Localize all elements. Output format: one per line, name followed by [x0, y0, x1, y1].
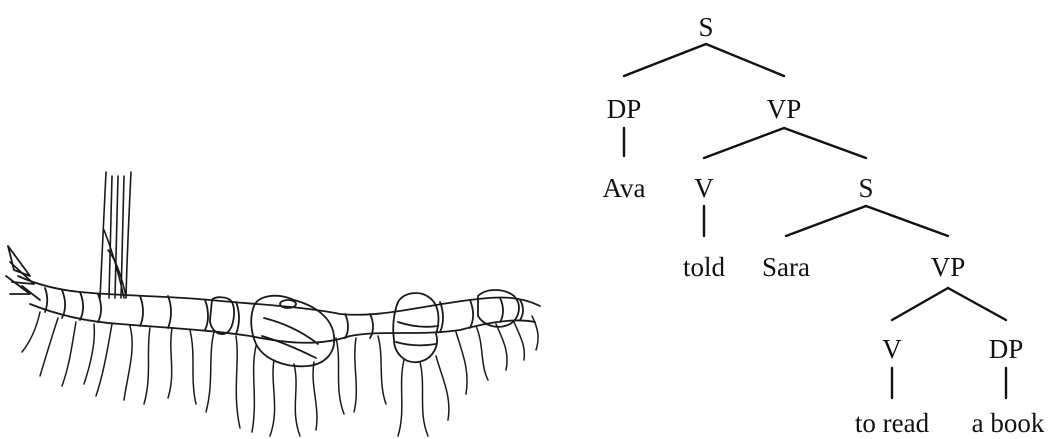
node-s-embedded: S [858, 173, 873, 203]
leaf-ava: Ava [603, 173, 646, 203]
leaf-sara: Sara [762, 252, 810, 282]
branch-vp2-dp [948, 288, 1006, 320]
tree-branches [624, 44, 1006, 398]
node-v: V [694, 173, 714, 203]
branch-vp-s [784, 128, 866, 158]
branch-s-vp2 [866, 206, 948, 236]
leaf-told: told [683, 252, 726, 282]
node-v-embedded: V [882, 334, 902, 364]
branch-vp-v [704, 128, 784, 158]
branch-s-vp [706, 44, 784, 76]
branch-vp2-v [892, 288, 948, 320]
leaf-a-book: a book [972, 408, 1045, 438]
branch-s-sara [786, 206, 866, 236]
node-dp-subject: DP [607, 94, 642, 124]
node-vp: VP [767, 94, 802, 124]
node-s-root: S [698, 12, 713, 42]
leaf-to-read: to read [855, 408, 930, 438]
node-dp-object: DP [989, 334, 1024, 364]
node-vp-embedded: VP [931, 252, 966, 282]
tree-labels: S DP VP Ava V S told Sara VP V DP to rea… [603, 12, 1045, 438]
branch-s-dp [624, 44, 706, 76]
